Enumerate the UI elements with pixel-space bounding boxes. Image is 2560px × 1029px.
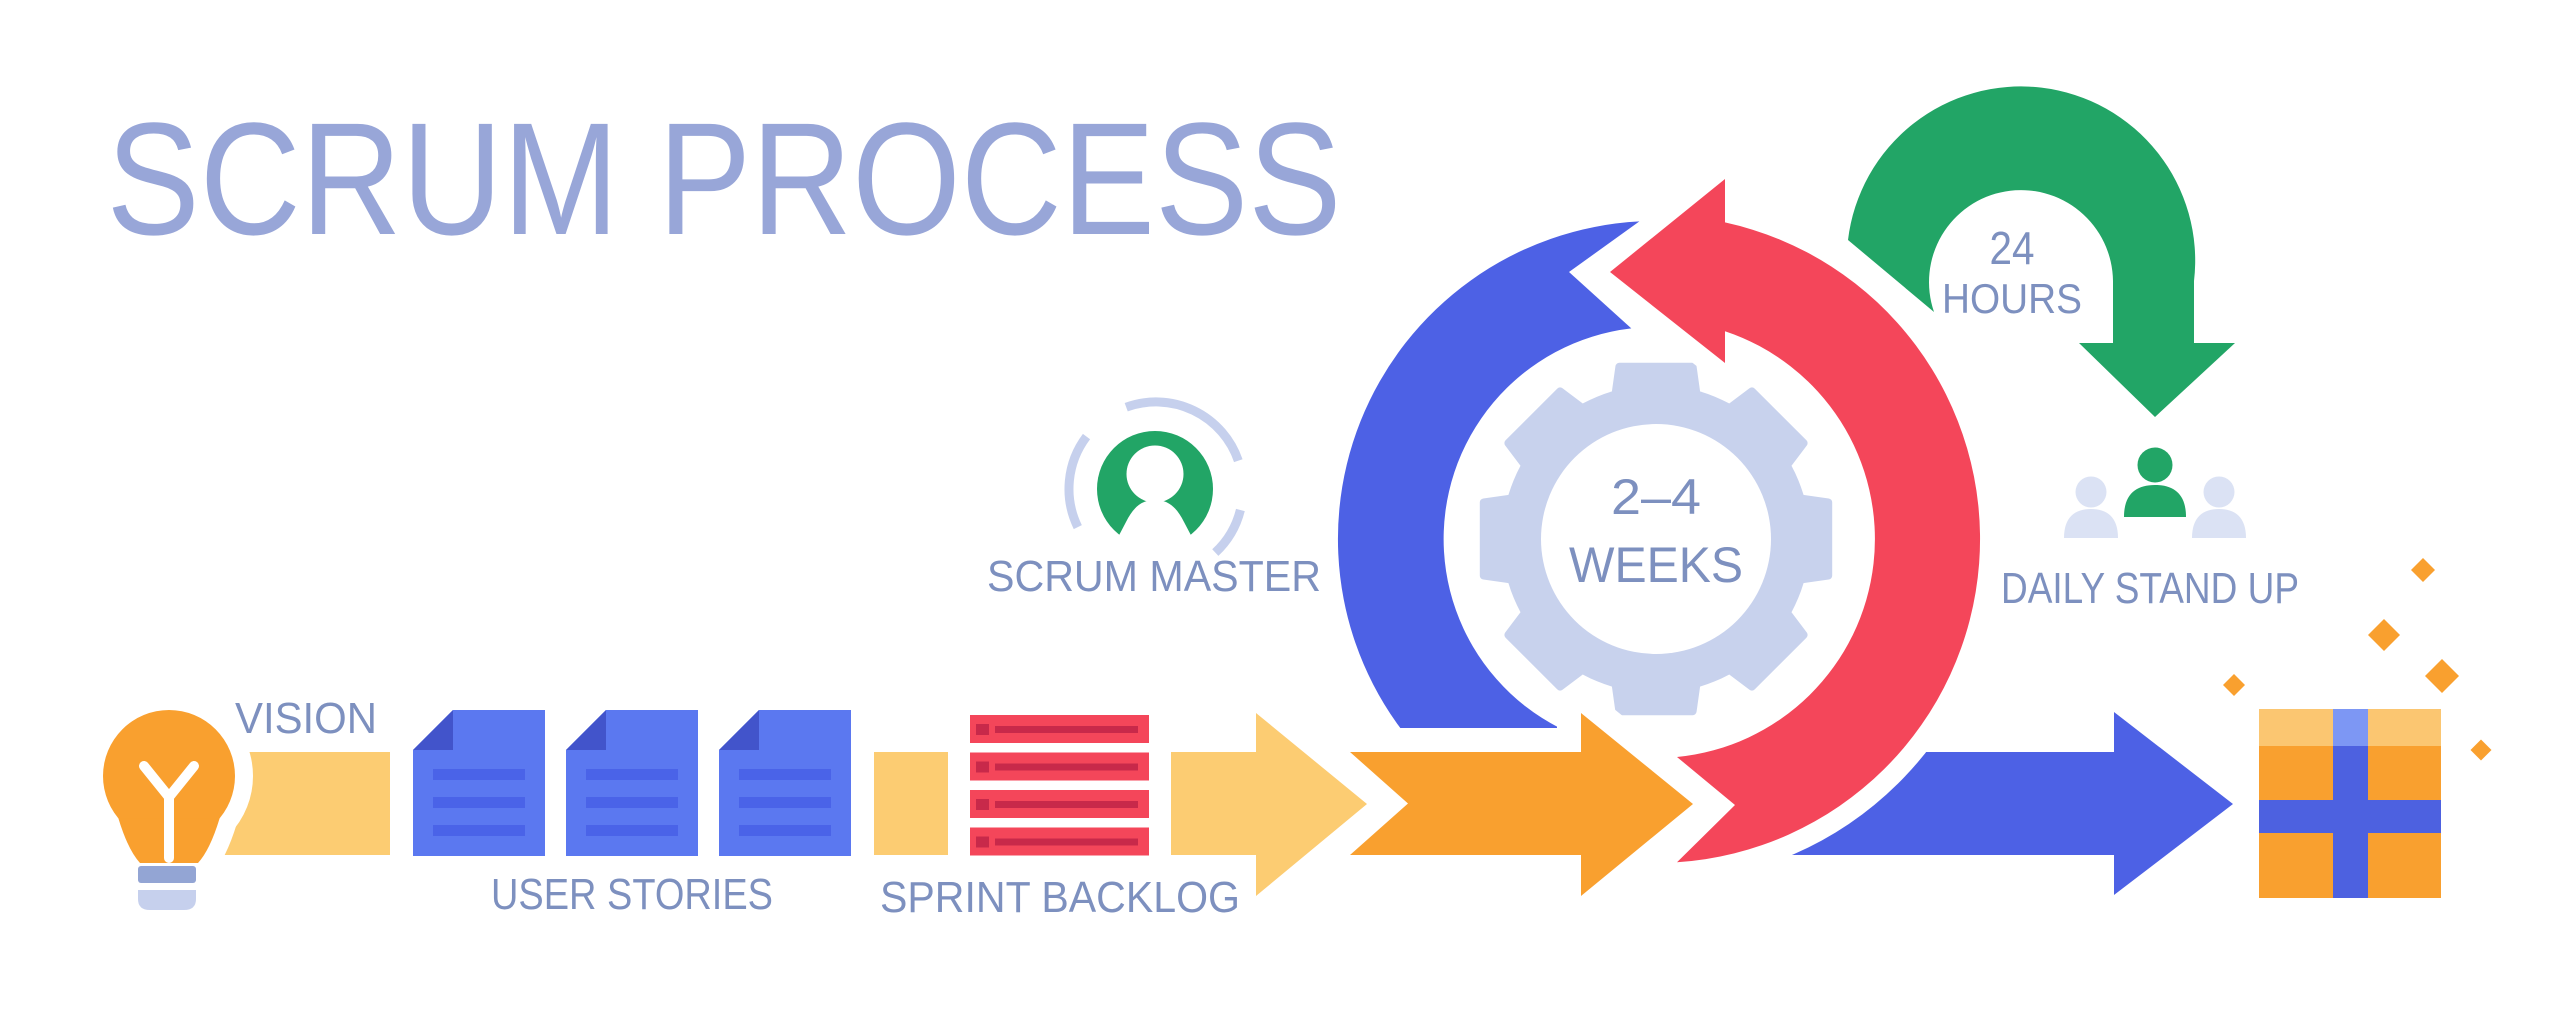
svg-text:WEEKS: WEEKS [1569,537,1743,593]
svg-text:24: 24 [1990,222,2035,274]
svg-text:USER STORIES: USER STORIES [491,870,773,919]
svg-text:2–4: 2–4 [1611,469,1701,525]
svg-text:DAILY STAND UP: DAILY STAND UP [2001,564,2299,613]
svg-text:HOURS: HOURS [1942,275,2082,322]
svg-text:VISION: VISION [235,694,377,743]
svg-text:SCRUM PROCESS: SCRUM PROCESS [107,89,1342,268]
svg-text:SCRUM MASTER: SCRUM MASTER [987,552,1321,601]
svg-text:SPRINT BACKLOG: SPRINT BACKLOG [880,873,1240,922]
